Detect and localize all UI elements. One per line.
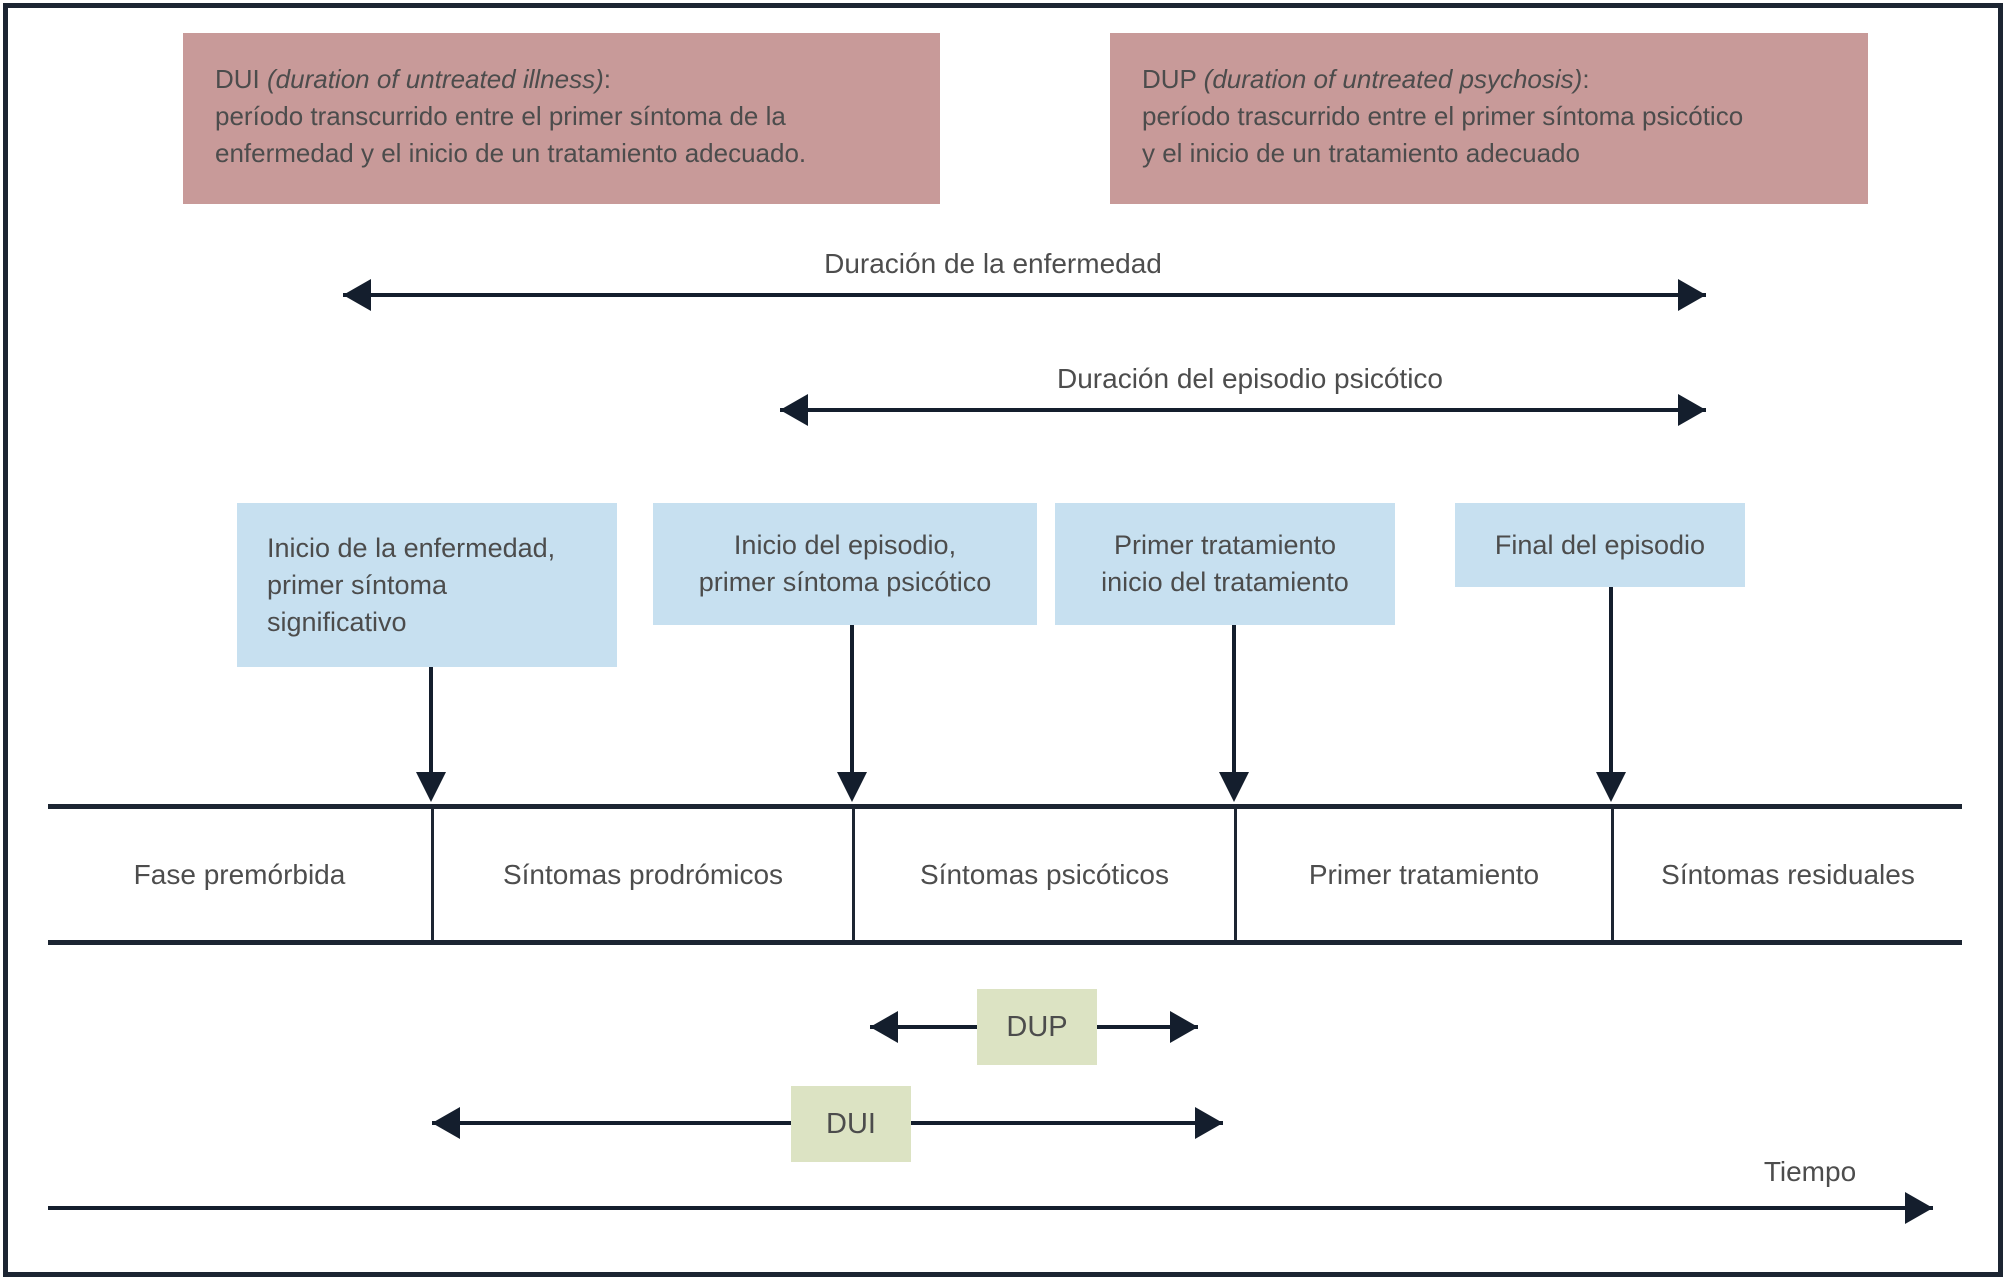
dui-definition-box: DUI (duration of untreated illness): per…: [183, 33, 940, 204]
episode-onset-pointer-arrow: [837, 625, 867, 802]
dui-definition-line-1: período transcurrido entre el primer sín…: [215, 101, 786, 131]
dup-tag: DUP: [977, 989, 1097, 1065]
timeline-phase-prodromal: Síntomas prodrómicos: [431, 809, 852, 940]
illness-onset-box: Inicio de la enfermedad, primer síntoma …: [237, 503, 617, 667]
dup-abbr: DUP: [1142, 64, 1197, 94]
dui-abbr: DUI: [215, 64, 260, 94]
episode-onset-line-2: primer síntoma psicótico: [698, 567, 992, 597]
timeline-phase-premorbid: Fase premórbida: [133, 858, 346, 890]
time-axis-arrow: [48, 1192, 1933, 1224]
episode-onset-box: Inicio del episodio, primer síntoma psic…: [653, 503, 1037, 625]
dui-definition-line-2: enfermedad y el inicio de un tratamiento…: [215, 138, 807, 168]
dup-definition-title: DUP (duration of untreated psychosis):: [1142, 61, 1836, 98]
dui-definition-title: DUI (duration of untreated illness):: [215, 61, 908, 98]
dup-definition-line-1: período trascurrido entre el primer sínt…: [1142, 101, 1744, 131]
illness-duration-label: Duración de la enfermedad: [824, 248, 1162, 279]
timeline-phase-residual: Síntomas residuales: [1611, 809, 1962, 940]
timeline-phase-psychotic: Síntomas psicóticos: [852, 809, 1234, 940]
first-treatment-line-1: Primer tratamiento: [1113, 530, 1337, 560]
dup-english-term: (duration of untreated psychosis): [1203, 64, 1583, 94]
dui-english-term: (duration of untreated illness): [267, 64, 604, 94]
phase-timeline: Fase premórbida Síntomas prodrómicos Sín…: [48, 804, 1962, 945]
dui-title-suffix: :: [603, 64, 611, 94]
timeline-phase-first-treatment: Primer tratamiento: [1234, 809, 1611, 940]
psychotic-episode-duration-arrow: [780, 394, 1706, 426]
dui-tag: DUI: [791, 1086, 911, 1162]
time-axis-label: Tiempo: [1763, 1156, 1857, 1187]
first-treatment-pointer-arrow: [1219, 625, 1249, 802]
episode-end-pointer-arrow: [1596, 587, 1626, 802]
dup-definition-line-2: y el inicio de un tratamiento adecuado: [1142, 138, 1580, 168]
illness-duration-arrow: [343, 279, 1706, 311]
episode-end-line-1: Final del episodio: [1494, 529, 1706, 560]
first-treatment-line-2: inicio del tratamiento: [1101, 567, 1349, 597]
episode-end-box: Final del episodio: [1455, 503, 1745, 587]
episode-onset-line-1: Inicio del episodio,: [733, 530, 957, 560]
dup-definition-box: DUP (duration of untreated psychosis): p…: [1110, 33, 1868, 204]
illness-onset-line-3: significativo: [267, 606, 407, 637]
illness-onset-line-1: Inicio de la enfermedad,: [267, 532, 556, 563]
dup-title-suffix: :: [1582, 64, 1590, 94]
psychotic-episode-duration-label: Duración del episodio psicótico: [1057, 363, 1443, 394]
first-treatment-box: Primer tratamiento inicio del tratamient…: [1055, 503, 1395, 625]
illness-onset-pointer-arrow: [416, 667, 446, 802]
illness-onset-line-2: primer síntoma: [267, 569, 448, 600]
